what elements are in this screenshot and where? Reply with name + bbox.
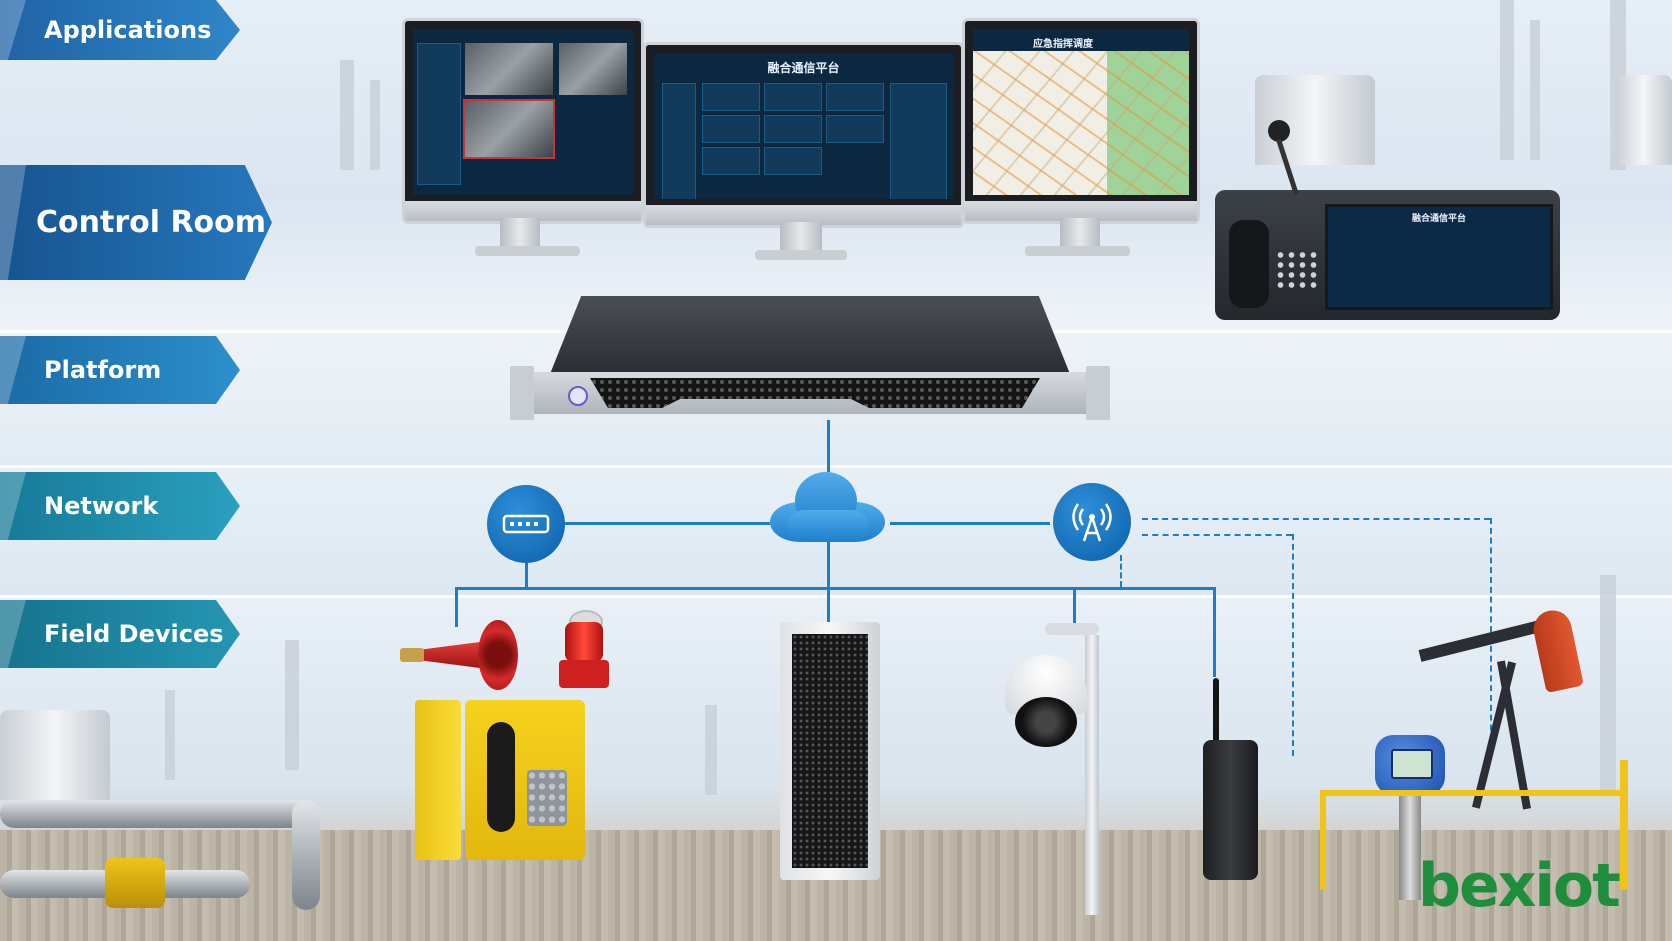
layer-label: Network [44, 492, 159, 520]
switch-icon [487, 485, 565, 563]
microphone-icon [1268, 120, 1290, 142]
brand-logo: bexiot [1418, 851, 1621, 921]
keypad-icon [527, 770, 567, 826]
server-platform [510, 296, 1110, 426]
monitor-stand [500, 218, 540, 248]
layer-label: Platform [44, 356, 162, 384]
explosion-proof-telephone [415, 700, 585, 860]
monitor-base [1025, 246, 1130, 256]
layer-tab-platform: Platform [0, 336, 240, 404]
layer-label: Control Room [36, 205, 267, 240]
wireless-tower-icon [1053, 483, 1131, 561]
explosion-proof-horn [400, 620, 530, 690]
layer-tab-field-devices: Field Devices [0, 600, 240, 668]
dispatch-console: 融合通信平台 [1215, 190, 1560, 320]
wireless-link [1120, 555, 1122, 587]
column-speaker [780, 622, 880, 880]
ptz-camera [1005, 615, 1125, 915]
wireless-link [1292, 534, 1294, 756]
layer-tab-control-room: Control Room [0, 165, 272, 280]
wireless-link [1142, 518, 1490, 520]
monitor-stand [780, 222, 822, 252]
connector-line [827, 542, 830, 622]
gas-detector [1365, 735, 1455, 900]
map-monitor: 应急指挥调度 [962, 18, 1200, 224]
two-way-radio [1203, 678, 1258, 880]
layer-separator [0, 465, 1672, 468]
cloud-icon [770, 470, 885, 542]
connector-line [890, 522, 1050, 525]
layer-tab-network: Network [0, 472, 240, 540]
handset-icon [487, 722, 515, 832]
layer-label: Applications [44, 16, 212, 44]
screen-title: 应急指挥调度 [1033, 39, 1093, 50]
connector-line [525, 560, 528, 588]
layer-tab-applications: Applications [0, 0, 240, 60]
connector-line [565, 522, 770, 525]
power-button-icon [568, 386, 588, 406]
connector-line [1073, 587, 1076, 625]
screen-title: 融合通信平台 [767, 61, 840, 75]
connector-line [827, 420, 830, 472]
monitor-base [475, 246, 580, 256]
monitor-stand [1060, 218, 1100, 248]
connector-line [455, 587, 458, 627]
dispatch-monitor: 融合通信平台 [643, 42, 964, 228]
layer-separator [0, 595, 1672, 598]
connector-line [455, 587, 1215, 590]
strobe-beacon [555, 610, 613, 695]
screen-title: 融合通信平台 [1411, 214, 1466, 224]
wireless-link [1142, 534, 1292, 536]
connector-line [1213, 587, 1216, 677]
monitor-base [755, 250, 847, 260]
video-monitor [402, 18, 644, 224]
layer-label: Field Devices [44, 620, 224, 648]
